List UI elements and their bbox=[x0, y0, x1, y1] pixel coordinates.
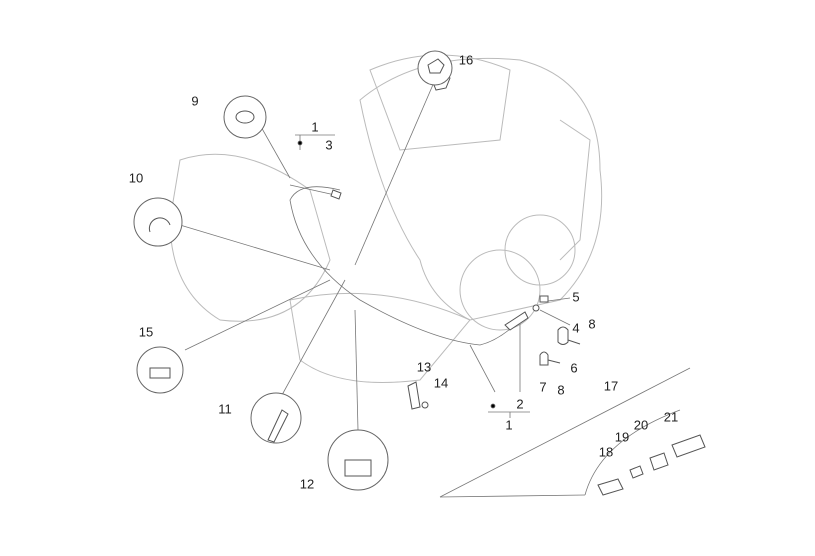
callout-9: 9 bbox=[191, 93, 199, 109]
callout-20: 20 bbox=[633, 417, 649, 433]
callout-10: 10 bbox=[128, 170, 144, 186]
callout-6: 6 bbox=[570, 360, 578, 376]
callout-2: 2 bbox=[516, 396, 524, 412]
callout-1-bottom: 1 bbox=[505, 417, 513, 433]
hardware-parts bbox=[297, 71, 581, 410]
callout-15: 15 bbox=[138, 324, 154, 340]
callout-5: 5 bbox=[572, 289, 580, 305]
callout-19: 19 bbox=[614, 429, 630, 445]
callout-14: 14 bbox=[433, 375, 449, 391]
detail-circle-10 bbox=[133, 197, 183, 247]
callout-8a: 8 bbox=[588, 316, 596, 332]
callout-12: 12 bbox=[299, 476, 315, 492]
callout-13: 13 bbox=[416, 359, 432, 375]
callout-18: 18 bbox=[598, 444, 614, 460]
cable-kit-17 bbox=[439, 367, 706, 498]
callout-8b: 8 bbox=[557, 382, 565, 398]
callout-11: 11 bbox=[218, 401, 232, 417]
callout-17: 17 bbox=[603, 378, 619, 394]
callout-4: 4 bbox=[572, 320, 580, 336]
callout-7: 7 bbox=[539, 379, 547, 395]
detail-circle-11 bbox=[250, 392, 302, 444]
scooter-ghost-outline bbox=[169, 54, 603, 383]
callout-16: 16 bbox=[458, 52, 474, 68]
detail-circles bbox=[133, 50, 453, 491]
leader-lines bbox=[179, 79, 571, 431]
cable-routing bbox=[289, 184, 529, 346]
callout-21: 21 bbox=[663, 409, 679, 425]
callout-3: 3 bbox=[325, 137, 333, 153]
callout-1-top: 1 bbox=[311, 119, 319, 135]
